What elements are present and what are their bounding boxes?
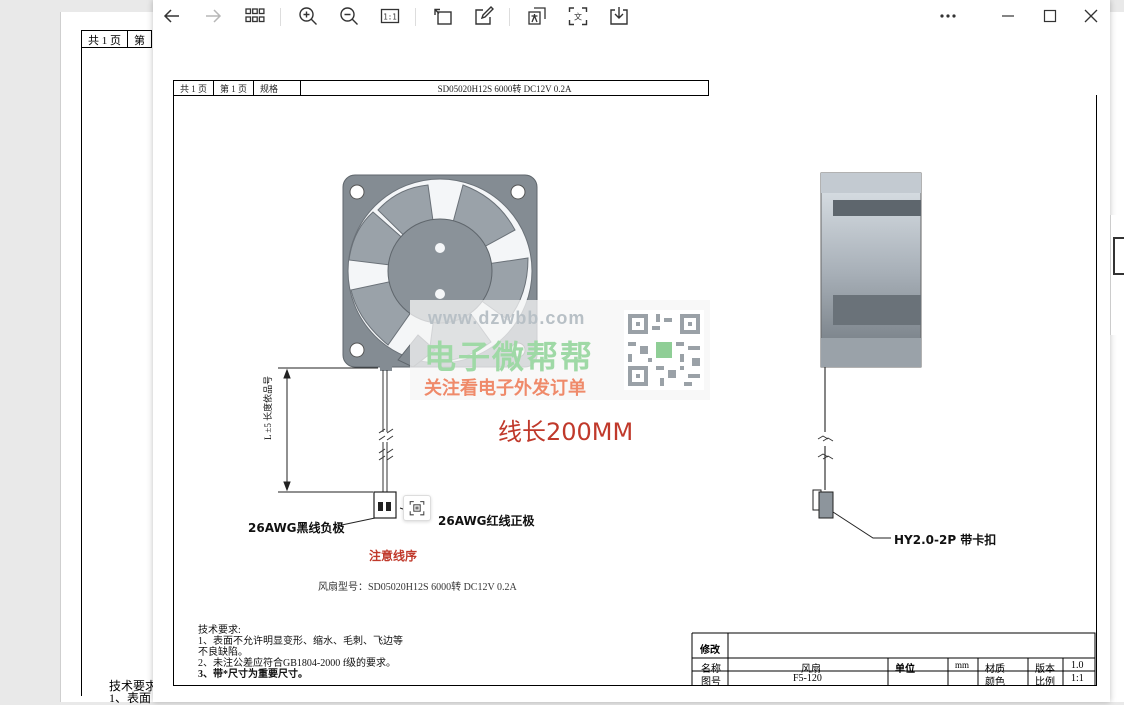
tech-line: 1、表面不允许明显变形、缩水、毛刺、飞边等	[198, 636, 403, 647]
fan-side-view	[820, 172, 922, 368]
edit-icon[interactable]	[471, 4, 497, 28]
tech-line: 不良缺陷。	[198, 647, 248, 658]
back-arrow-icon[interactable]	[159, 4, 185, 28]
maximize-icon[interactable]	[1037, 4, 1063, 28]
technical-requirements: 技术要求: 1、表面不允许明显变形、缩水、毛刺、飞边等 不良缺陷。 2、未注公差…	[198, 625, 403, 680]
partial-icon	[1113, 237, 1124, 275]
thumbnail-grid-icon[interactable]	[242, 4, 268, 28]
drawing-no-value: F5-120	[793, 673, 822, 684]
drawing-no-label: 图号	[701, 677, 721, 688]
image-viewer-window: 1:1 文 共 1 页	[153, 0, 1110, 702]
ocr-select-icon[interactable]	[403, 495, 431, 521]
background-header-cell: 共 1 页	[82, 31, 128, 47]
name-value: 风扇	[801, 664, 821, 675]
spec-value-cell: SD05020H12S 6000转 DC12V 0.2A	[437, 83, 572, 94]
toolbar-separator	[280, 8, 281, 26]
version-label: 版本	[1035, 664, 1055, 675]
more-icon[interactable]	[933, 4, 963, 28]
background-frame	[81, 46, 172, 696]
watermark-url: www.dzwbb.com	[428, 308, 586, 328]
wire-length-annotation: 线长200MM	[498, 418, 634, 446]
page-number-cell: 第 1 页	[214, 81, 255, 95]
watermark-brand: 电子微帮帮	[424, 339, 595, 375]
ocr-icon[interactable]: 文	[565, 4, 591, 28]
watermark-slogan: 关注看电子外发订单	[424, 378, 586, 398]
actual-size-label: 1:1	[383, 13, 397, 22]
minimize-icon[interactable]	[995, 4, 1021, 28]
side-wire	[817, 367, 834, 490]
length-dimension	[278, 367, 378, 493]
title-block-lines	[691, 632, 1096, 685]
front-wire	[378, 370, 394, 492]
scale-label: 比例	[1035, 677, 1055, 688]
version-value: 1.0	[1071, 660, 1084, 671]
toolbar-separator	[415, 8, 416, 26]
tech-line: 2、未注公差应符合GB1804-2000 f级的要求。	[198, 658, 397, 669]
tech-title: 技术要求:	[198, 625, 241, 636]
drawing-frame	[173, 95, 1097, 686]
color-label: 颜色	[985, 677, 1005, 688]
front-connector	[373, 491, 397, 519]
fan-model-text: 风扇型号：SD05020H12S 6000转 DC12V 0.2A	[318, 582, 517, 593]
negative-wire-label: 26AWG黑线负极	[248, 521, 345, 535]
tech-line: 3、带*尺寸为重要尺寸。	[198, 669, 308, 680]
unit-label: 单位	[895, 664, 915, 675]
background-tech-title: 技术要求	[109, 679, 158, 693]
revise-label: 修改	[700, 645, 720, 656]
rotate-icon[interactable]	[430, 4, 456, 28]
name-label: 名称	[701, 664, 721, 675]
scale-value: 1:1	[1071, 673, 1084, 684]
spec-label-cell: 规格	[254, 81, 302, 95]
close-icon[interactable]	[1078, 4, 1104, 28]
total-pages-cell: 共 1 页	[174, 81, 215, 95]
zoom-in-icon[interactable]	[295, 4, 321, 28]
connector-label: HY2.0-2P 带卡扣	[894, 533, 997, 547]
material-label: 材质	[985, 664, 1005, 675]
unit-value: mm	[955, 660, 970, 670]
qr-code-icon	[624, 310, 704, 390]
background-tech-line: 1、表面	[109, 691, 152, 705]
translate-icon[interactable]	[524, 4, 550, 28]
drawing-title-bar: 共 1 页 第 1 页 规格 SD05020H12S 6000转 DC12V 0…	[173, 80, 710, 96]
viewer-toolbar: 1:1 文	[153, 0, 1110, 34]
ocr-icon-label: 文	[574, 12, 582, 22]
zoom-out-icon[interactable]	[336, 4, 362, 28]
background-tech-text: 技术要求 1、表面	[109, 680, 157, 704]
actual-size-icon[interactable]: 1:1	[377, 4, 403, 28]
forward-arrow-icon[interactable]	[200, 4, 226, 28]
positive-wire-label: 26AWG红线正极	[438, 514, 535, 528]
background-window-edge	[1110, 215, 1124, 335]
wire-order-notice: 注意线序	[369, 549, 418, 563]
background-header-cell: 第	[134, 35, 145, 47]
background-header: 共 1 页 第	[81, 30, 152, 48]
toolbar-separator	[509, 8, 510, 26]
length-dimension-label: L ±5 长度依品号	[263, 375, 273, 440]
watermark: www.dzwbb.com 电子微帮帮 关注看电子外发订单	[410, 300, 710, 400]
save-icon[interactable]	[606, 4, 632, 28]
side-connector	[812, 489, 891, 539]
